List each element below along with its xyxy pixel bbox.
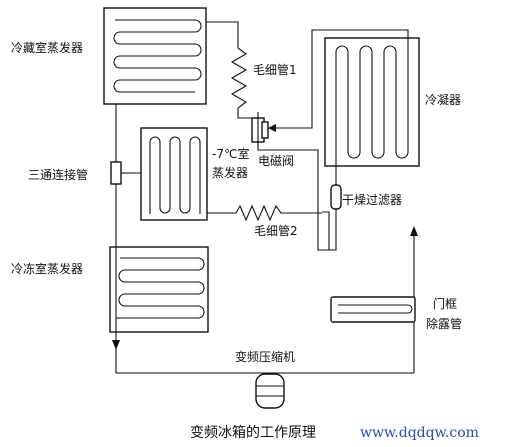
minus7-room-label-line2: 蒸发器 <box>212 165 248 180</box>
dryer-filter <box>330 184 342 210</box>
three-way-connector-label: 三通连接管 <box>28 167 88 182</box>
caption-url: www.dqdqw.com <box>360 425 479 441</box>
door-frame-label-line1: 门框 <box>433 296 457 311</box>
door-frame-label-line2: 除露管 <box>426 316 462 331</box>
dryer-to-valve-pipe <box>318 205 337 251</box>
capillary-2 <box>207 204 322 222</box>
arrow-into-door-frame <box>410 226 418 236</box>
solenoid-valve <box>251 112 269 148</box>
dryer-filter-label: 干燥过滤器 <box>342 193 402 207</box>
capillary-2-label: 毛细管2 <box>254 223 298 238</box>
compressor-label: 变频压缩机 <box>235 349 295 364</box>
left-main-pipe <box>115 104 414 374</box>
minus7-room-evaporator <box>140 127 208 221</box>
capillary-1-label: 毛细管1 <box>253 62 297 77</box>
three-way-connector <box>110 161 126 185</box>
compressor-icon <box>255 373 285 409</box>
condenser-label: 冷凝器 <box>425 92 461 107</box>
minus7-room-label-line1: -7℃室 <box>212 146 249 161</box>
condenser-to-valve-pipe <box>268 29 409 129</box>
condenser <box>324 37 420 167</box>
door-frame-dew-pipe <box>330 296 416 323</box>
fridge-to-capillary1-pipe <box>206 21 239 48</box>
caption-text: 变频冰箱的工作原理 <box>190 425 316 441</box>
fridge-evaporator-label: 冷藏室蒸发器 <box>11 40 83 55</box>
freezer-evaporator-label: 冷冻室蒸发器 <box>11 261 83 276</box>
capillary-1 <box>230 47 259 124</box>
fridge-evaporator <box>103 7 207 105</box>
arrow-down-left-pipe <box>112 340 120 350</box>
arrow-into-solenoid <box>268 124 276 132</box>
solenoid-valve-label: 电磁阀 <box>258 153 294 168</box>
freezer-evaporator <box>109 246 209 333</box>
